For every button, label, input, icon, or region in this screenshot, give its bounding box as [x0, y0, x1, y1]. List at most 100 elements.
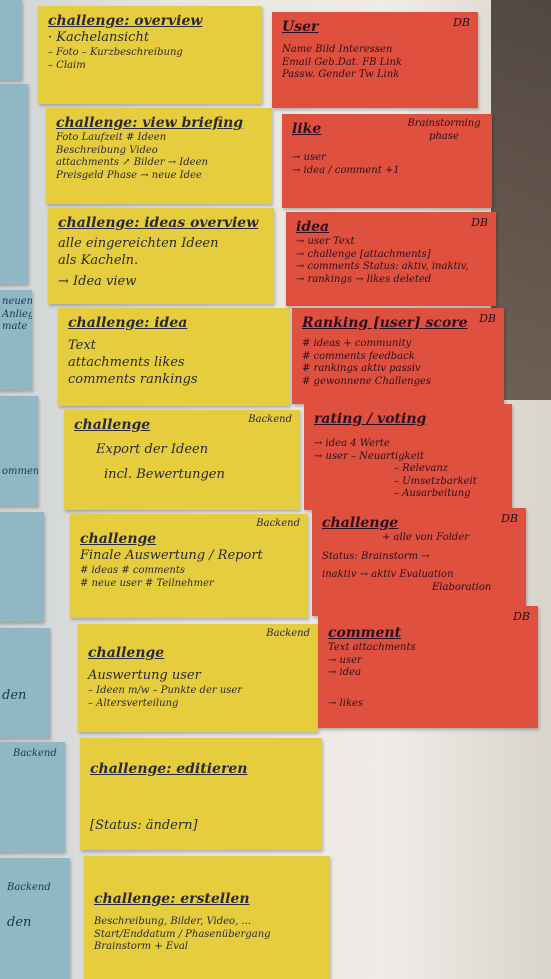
yellow-note-edit: challenge: editieren [Status: ändern]	[80, 738, 322, 850]
note-line: # ideas + community	[302, 338, 412, 350]
note-title: challenge: ideas overview	[58, 215, 259, 231]
blue-note-6: den	[0, 628, 50, 738]
blue-note-line: den	[7, 914, 32, 930]
note-line: → challenge [attachments]	[296, 248, 431, 260]
note-tag: Backend	[256, 518, 300, 529]
db-tag: DB	[479, 312, 496, 325]
note-title: challenge: overview	[48, 13, 203, 29]
yellow-note-ideas-overview: challenge: ideas overview alle eingereic…	[48, 208, 274, 304]
note-line: → idea / comment +1	[292, 164, 400, 176]
note-line: → likes	[328, 697, 364, 709]
note-line: Beschreibung Video	[56, 144, 158, 156]
note-line: # gewonnene Challenges	[302, 375, 432, 387]
note-line: Auswertung user	[88, 668, 201, 684]
yellow-note-idea: challenge: idea Text attachments likes c…	[58, 308, 290, 406]
note-line: Name Bild Interessen	[282, 44, 393, 56]
note-line: → idea 4 Werte	[314, 438, 390, 450]
db-tag: Brainstorming phase	[407, 118, 481, 142]
note-line: → idea	[328, 667, 362, 679]
db-tag: DB	[453, 16, 470, 29]
note-line: Email Geb.Dat. FB Link	[282, 56, 402, 68]
note-line: Status: Brainstorm →	[322, 550, 430, 562]
note-line: Text attachments	[328, 642, 416, 654]
red-note-comment: DB comment Text attachments → user → ide…	[318, 606, 538, 728]
note-title: Ranking [user] score	[302, 315, 468, 331]
note-line: → comments Status: aktiv, inaktiv,	[296, 261, 469, 273]
red-note-idea: DB idea → user Text → challenge [attachm…	[286, 212, 496, 306]
note-title: challenge	[88, 645, 165, 661]
note-line: Elaboration	[432, 581, 492, 593]
db-tag: DB	[501, 512, 518, 525]
note-line: Finale Auswertung / Report	[80, 548, 263, 564]
note-line: comments rankings	[68, 371, 198, 387]
red-note-user: DB User Name Bild Interessen Email Geb.D…	[272, 12, 478, 108]
blue-note-8: Backend den	[0, 858, 70, 979]
yellow-note-create: challenge: erstellen Beschreibung, Bilde…	[84, 856, 330, 979]
note-line: Text	[68, 338, 96, 354]
note-line: → rankings → likes deleted	[296, 273, 432, 285]
note-title: challenge	[322, 515, 399, 531]
note-line: [Status: ändern]	[90, 818, 198, 834]
note-title: challenge: erstellen	[94, 891, 250, 907]
blue-note-line: neuem	[2, 296, 32, 307]
note-title: rating / voting	[314, 411, 427, 427]
note-line: Brainstorm + Eval	[94, 941, 189, 953]
note-line: · Kachelansicht	[48, 30, 150, 46]
note-line: Export der Ideen	[96, 442, 209, 458]
blue-note-line: mate	[2, 321, 28, 332]
note-line: attachments likes	[68, 355, 185, 371]
note-line: → user	[328, 654, 362, 666]
note-line: Foto Laufzeit # Ideen	[56, 132, 167, 144]
note-line: → user Text	[296, 236, 355, 248]
note-line: Start/Enddatum / Phasenübergang	[94, 928, 271, 940]
note-line: attachments ↗ Bilder → Ideen	[56, 157, 208, 169]
note-line: – Altersverteilung	[88, 697, 179, 709]
note-line: incl. Bewertungen	[104, 467, 225, 483]
blue-note-1	[0, 0, 22, 80]
note-title: challenge	[80, 531, 157, 547]
yellow-note-briefing: challenge: view briefing Foto Laufzeit #…	[46, 108, 272, 204]
note-line: # comments feedback	[302, 350, 415, 362]
blue-note-line: Anliegen	[2, 308, 32, 320]
yellow-note-user-evaluation: Backend challenge Auswertung user – Idee…	[78, 624, 318, 732]
note-title: challenge: editieren	[90, 761, 248, 777]
note-line: # rankings aktiv passiv	[302, 363, 421, 375]
red-note-ranking: DB Ranking [user] score # ideas + commun…	[292, 308, 504, 404]
note-line: # ideas # comments	[80, 565, 185, 577]
blue-note-2	[0, 84, 28, 284]
note-line: – Ideen m/w – Punkte der user	[88, 685, 243, 697]
blue-note-line: den	[2, 688, 27, 703]
note-title: challenge: idea	[68, 315, 188, 331]
note-tag: Backend	[266, 628, 310, 639]
red-note-rating: rating / voting → idea 4 Werte → user – …	[304, 404, 512, 510]
note-line: + alle von Folder	[382, 532, 470, 544]
note-line: Passw. Gender Tw Link	[282, 69, 400, 81]
blue-note-7: Backend	[0, 742, 65, 852]
note-line: Beschreibung, Bilder, Video, ...	[94, 916, 251, 928]
note-line: – Umsetzbarkeit	[394, 475, 477, 487]
yellow-note-export: Backend challenge Export der Ideen incl.…	[64, 410, 300, 510]
note-line: → user	[292, 152, 326, 164]
note-title: User	[282, 19, 319, 35]
note-title: challenge	[74, 417, 151, 433]
note-line: – Ausarbeitung	[394, 488, 471, 500]
note-line: # neue user # Teilnehmer	[80, 577, 214, 589]
note-line: – Claim	[48, 59, 86, 71]
note-tag: Backend	[248, 414, 292, 425]
note-title: idea	[296, 219, 330, 235]
note-line: – Relevanz	[394, 463, 449, 475]
note-line: Preisgeld Phase → neue Idee	[56, 169, 202, 181]
note-title: comment	[328, 625, 402, 641]
note-line: → Idea view	[58, 273, 137, 289]
red-note-like: Brainstorming phase like → user → idea /…	[282, 114, 492, 208]
red-note-challenge: DB challenge + alle von Folder Status: B…	[312, 508, 526, 616]
db-tag: DB	[513, 610, 530, 623]
note-line: alle eingereichten Ideen	[58, 236, 219, 252]
blue-note-4: omments	[0, 396, 38, 506]
yellow-note-report: Backend challenge Finale Auswertung / Re…	[70, 514, 308, 618]
blue-note-line: Backend	[7, 882, 51, 893]
blue-note-5	[0, 512, 44, 622]
note-title: challenge: view briefing	[56, 115, 244, 131]
note-line: → user – Neuartigkeit	[314, 450, 424, 462]
note-title: like	[292, 121, 322, 137]
